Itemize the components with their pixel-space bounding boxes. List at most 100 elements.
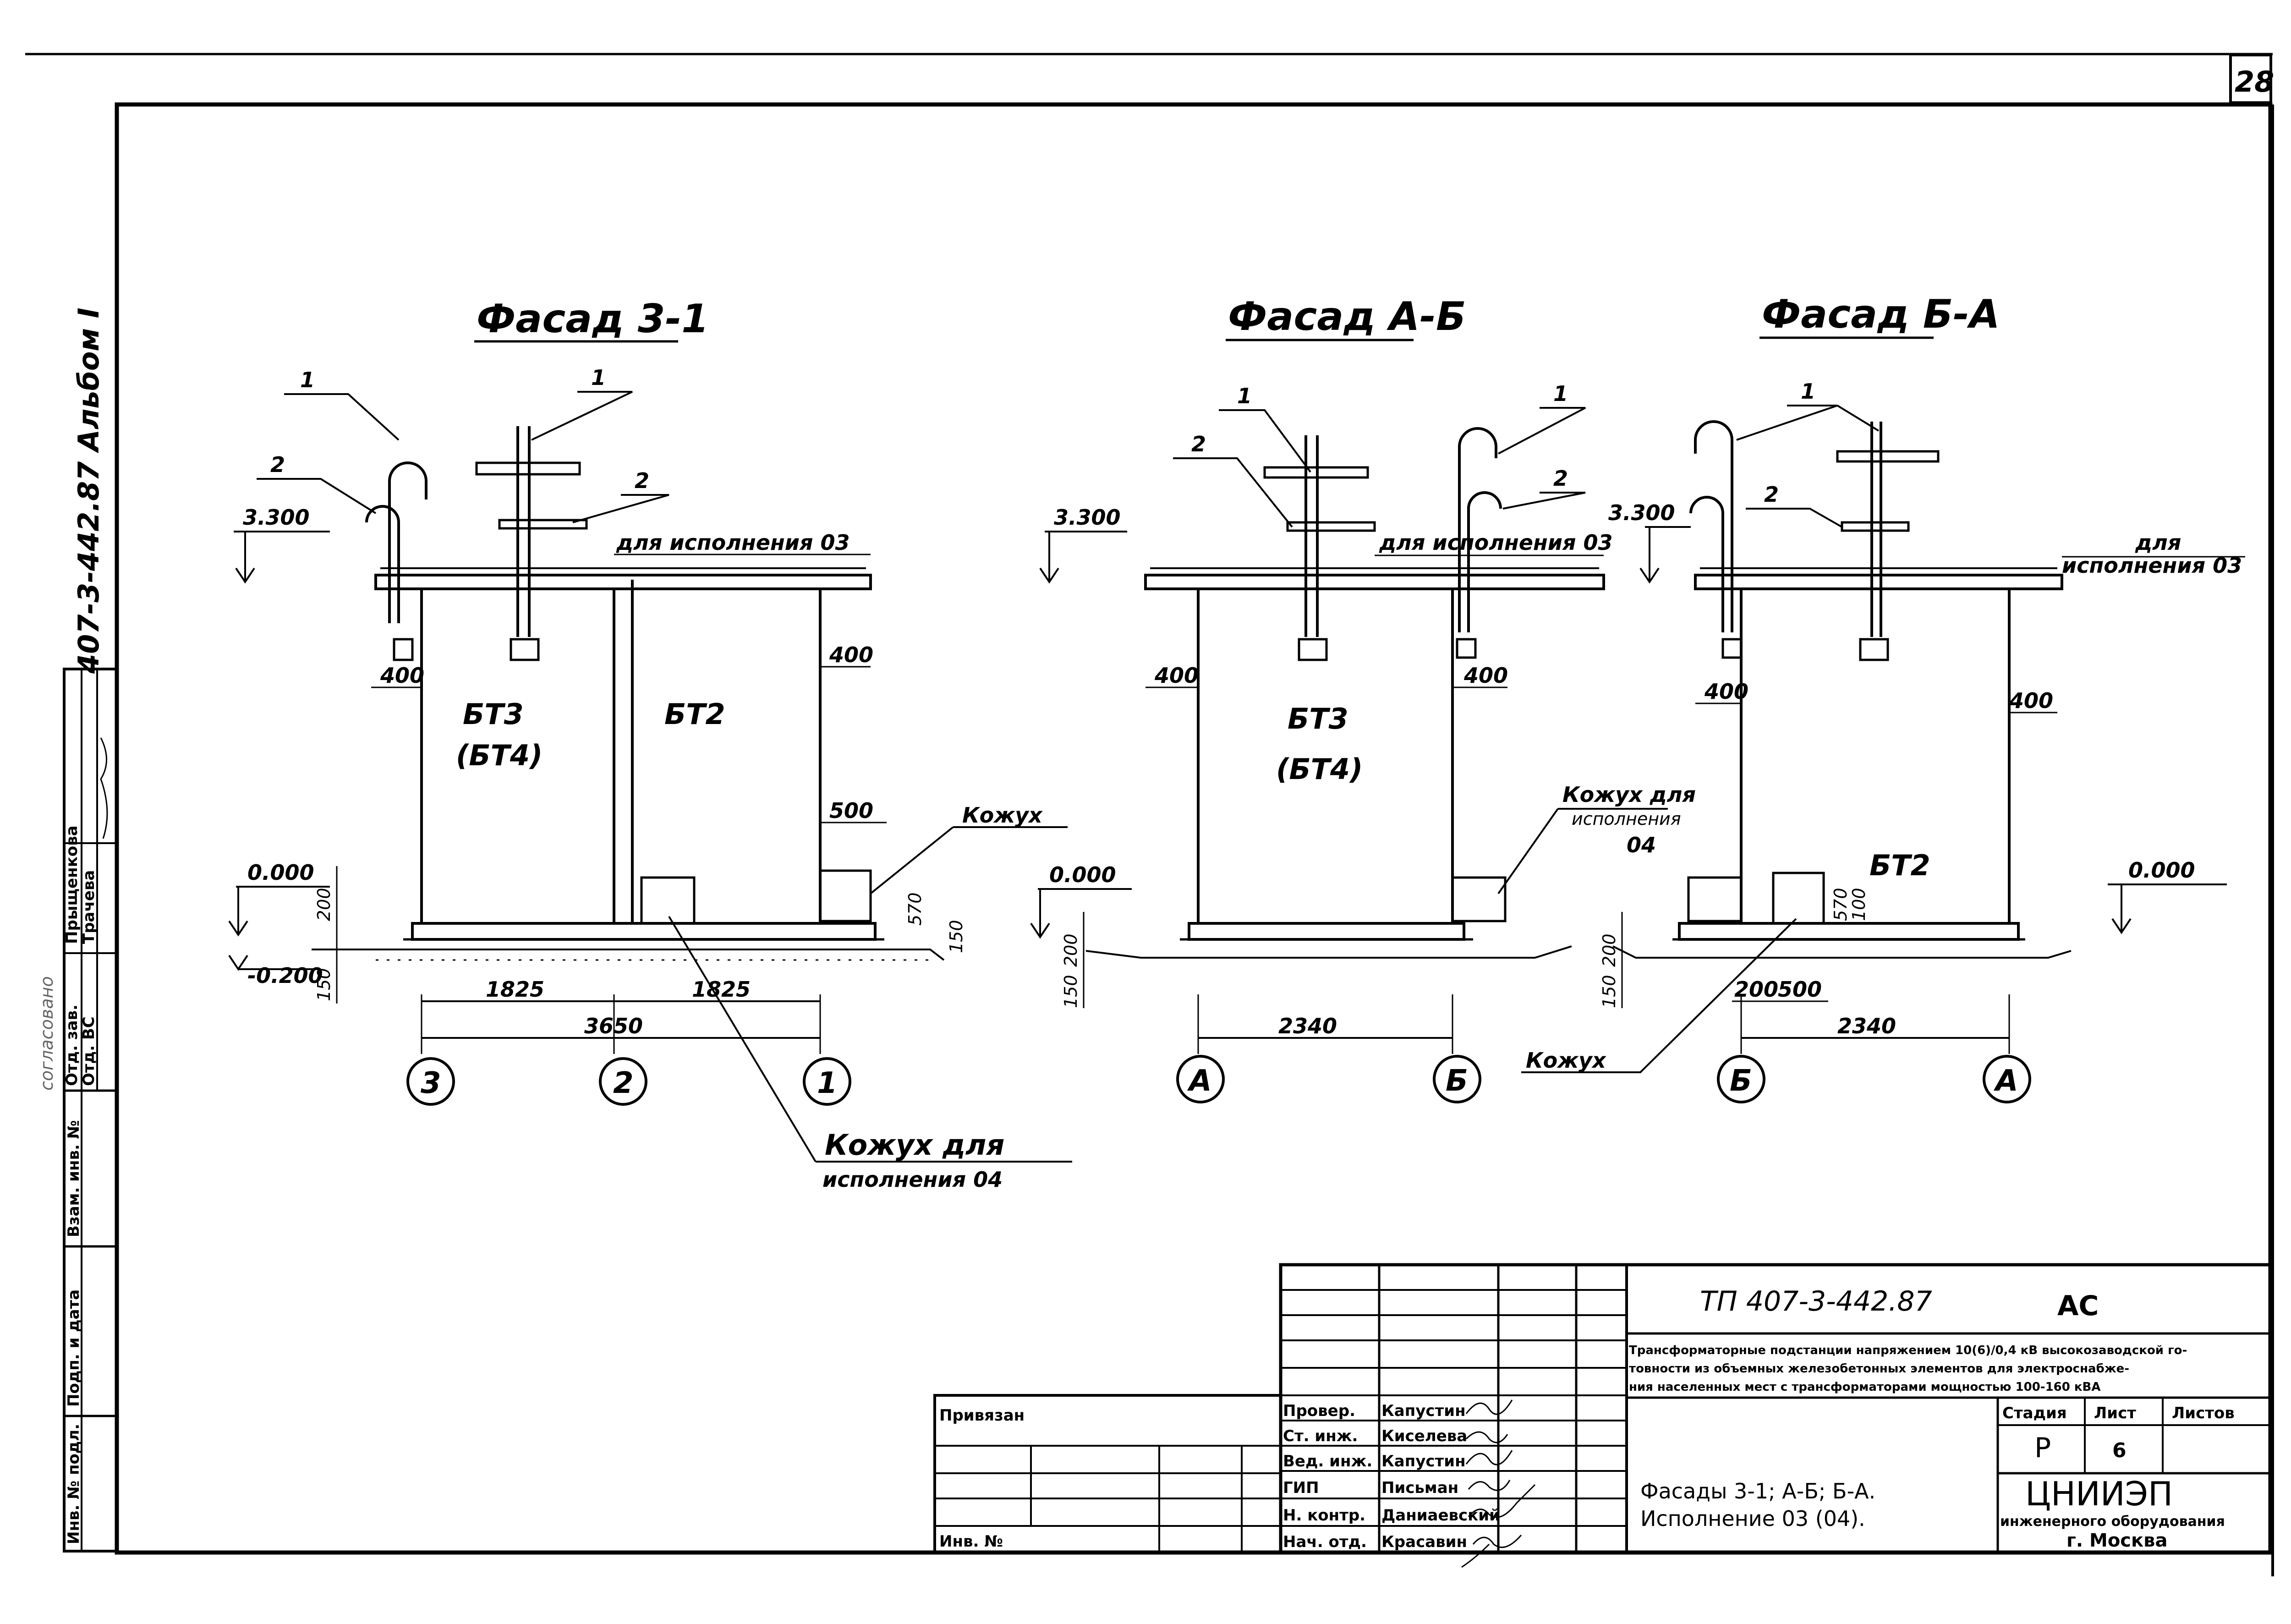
- view-facade-a-b: Фасад А-Б БТ3 (БТ4) для исполнения 03 1 …: [1030, 294, 1696, 1103]
- view1-dim-400-left: 400: [380, 663, 424, 688]
- person-4: Письман: [1381, 1479, 1458, 1497]
- view2-elev-top: 3.300: [1054, 505, 1121, 530]
- view-facade-b-a: Фасад Б-А БТ2 для исполнения 03 1 2 3.30…: [1521, 291, 2245, 1103]
- side-name-2: Отд. ВС: [80, 1016, 98, 1086]
- view1-dim-150: 150: [314, 968, 334, 1001]
- view1-dim-500: 500: [829, 798, 873, 823]
- role-1: Провер.: [1283, 1402, 1355, 1420]
- view1-axis-1: 1: [817, 1066, 838, 1100]
- role-6: Нач. отд.: [1283, 1533, 1367, 1551]
- stamp-code: ТП 407-3-442.87: [1700, 1285, 1932, 1317]
- side-signer-1: Прыщенкова: [63, 825, 81, 944]
- view1-callout-1a: 1: [300, 368, 315, 392]
- view1-unit-right: БТ2: [664, 697, 725, 731]
- sheets-header: Листов: [2172, 1404, 2235, 1422]
- view1-callout-2b: 2: [635, 468, 649, 493]
- view-facade-3-1: Фасад 3-1 БТ3 (БТ4) БТ2 для исполнен: [228, 296, 1072, 1192]
- view3-dim-500: 500: [1778, 977, 1822, 1002]
- view2-casing-b: исполнения: [1572, 809, 1681, 829]
- side-name-1: Отд. зав.: [63, 1004, 81, 1086]
- person-3: Капустин: [1381, 1452, 1466, 1470]
- view2-casing-a: Кожух для: [1562, 782, 1696, 807]
- sheet-title-1: Фасады 3-1; А-Б; Б-А.: [1640, 1479, 1875, 1503]
- sheet-title-2: Исполнение 03 (04).: [1640, 1506, 1865, 1531]
- view2-title: Фасад А-Б: [1228, 294, 1466, 340]
- view1-dim-150r: 150: [946, 920, 966, 953]
- side-col-label-2: Подп. и дата: [65, 1289, 83, 1407]
- role-4: ГИП: [1283, 1479, 1319, 1497]
- view3-dim-2340: 2340: [1837, 1014, 1896, 1038]
- view3-dim-570: 570: [1831, 888, 1851, 921]
- view1-title: Фасад 3-1: [477, 296, 709, 342]
- role-3: Вед. инж.: [1283, 1452, 1372, 1470]
- title-block: Привязан Инв. № Провер. Ст. инж. Вед. ин…: [933, 1263, 2272, 1568]
- view2-unit-alt: (БТ4): [1276, 752, 1363, 786]
- view2-axis-a: А: [1187, 1064, 1212, 1098]
- privyazan-label: Привязан: [939, 1406, 1025, 1425]
- view3-dim-400-right: 400: [2009, 688, 2053, 713]
- view3-unit: БТ2: [1869, 849, 1930, 882]
- view1-callout-2a: 2: [270, 452, 285, 477]
- sheet-header: Лист: [2094, 1404, 2136, 1422]
- view3-dim-100: 100: [1849, 888, 1869, 921]
- view2-casing-c: 04: [1627, 833, 1656, 857]
- view1-unit-left: БТ3: [463, 697, 524, 731]
- sheet-number: 28: [2235, 65, 2274, 99]
- view1-note-top: для исполнения 03: [616, 530, 850, 555]
- stage-value: Р: [2034, 1432, 2051, 1464]
- signatures: [1461, 1399, 1536, 1568]
- org-name: ЦНИИЭП: [2025, 1475, 2173, 1513]
- view3-callout-2: 2: [1764, 482, 1779, 507]
- view1-axis-2: 2: [613, 1066, 634, 1100]
- view2-dim-200: 200: [1061, 933, 1081, 967]
- view3-title: Фасад Б-А: [1762, 291, 2000, 337]
- view1-casing-note-a: Кожух для: [825, 1128, 1004, 1162]
- view1-casing-note-b: исполнения 04: [822, 1167, 1003, 1192]
- view3-dim-200v: 200: [1599, 933, 1619, 967]
- view3-note-top-a: для: [2135, 530, 2181, 555]
- side-signer-2: Трачева: [80, 870, 98, 944]
- stage-header: Стадия: [2002, 1404, 2067, 1422]
- view3-elev-top: 3.300: [1608, 500, 1675, 525]
- view1-dim-200: 200: [314, 888, 334, 921]
- org-subname: инженерного оборудования: [2000, 1514, 2225, 1530]
- view1-dim-1825-right: 1825: [692, 977, 751, 1002]
- role-2: Ст. инж.: [1283, 1427, 1358, 1445]
- side-faint-text: согласовано: [37, 976, 57, 1091]
- view2-axis-b: Б: [1446, 1064, 1468, 1098]
- view3-casing: Кожух: [1526, 1048, 1606, 1073]
- view1-dim-400-right: 400: [829, 642, 873, 667]
- view1-unit-left-alt: (БТ4): [456, 739, 543, 772]
- person-2: Киселева: [1381, 1427, 1467, 1445]
- side-strip: 407-3-442.87 Альбом I согласовано Инв. №…: [37, 307, 118, 1553]
- role-5: Н. контр.: [1283, 1506, 1365, 1525]
- view1-elev-zero: 0.000: [247, 860, 314, 885]
- side-col-label-1: Инв. № подл.: [65, 1424, 83, 1544]
- view3-callout-1: 1: [1801, 379, 1815, 404]
- view2-unit: БТ3: [1288, 702, 1348, 735]
- view2-dim-2340: 2340: [1278, 1014, 1337, 1038]
- stamp-desc-1: Трансформаторные подстанции напряжением …: [1629, 1344, 2187, 1357]
- side-col-label-3: Взам. инв. №: [65, 1120, 83, 1237]
- album-label: 407-3-442.87 Альбом I: [72, 307, 105, 674]
- view2-note-top: для исполнения 03: [1379, 530, 1613, 555]
- view3-dim-150: 150: [1599, 975, 1619, 1008]
- view2-elev-zero: 0.000: [1049, 862, 1116, 887]
- view3-elev-zero: 0.000: [2128, 858, 2195, 883]
- view3-axis-b: Б: [1730, 1064, 1752, 1098]
- view3-axis-a: А: [1993, 1064, 2018, 1098]
- sheet-value: 6: [2112, 1439, 2127, 1462]
- view2-dim-150: 150: [1061, 975, 1081, 1008]
- view1-axis-3: 3: [421, 1066, 441, 1100]
- stamp-desc-3: ния населенных мест с трансформаторами м…: [1629, 1380, 2101, 1394]
- person-6: Красавин: [1381, 1533, 1467, 1551]
- view1-callout-1b: 1: [591, 365, 606, 390]
- view2-dim-400-right: 400: [1463, 663, 1508, 688]
- inv-no-label: Инв. №: [939, 1532, 1003, 1551]
- view2-callout-1a: 1: [1237, 384, 1252, 408]
- view2-callout-1b: 1: [1553, 381, 1568, 406]
- view1-elev-minus: -0.200: [247, 963, 323, 988]
- view2-callout-2b: 2: [1553, 466, 1568, 491]
- view1-casing: Кожух: [962, 803, 1043, 828]
